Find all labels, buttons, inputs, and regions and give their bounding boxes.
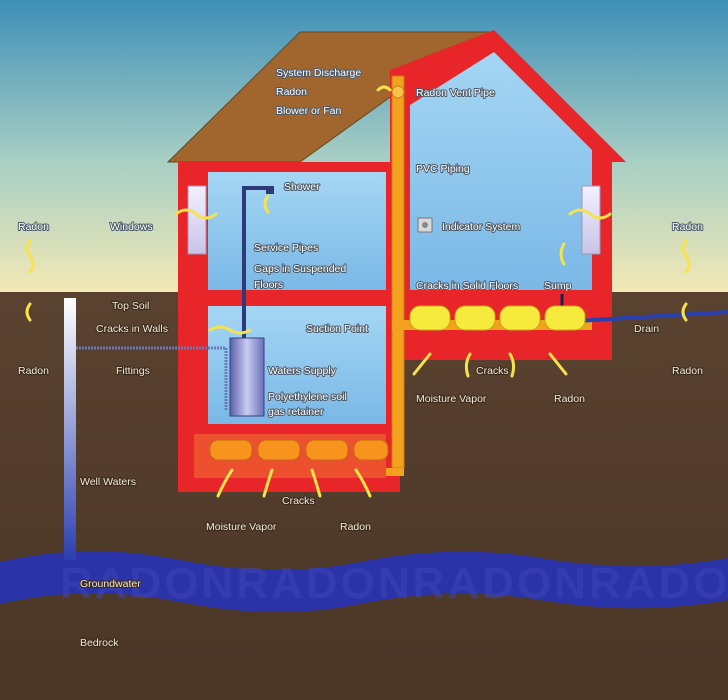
radon-vent-pipe bbox=[391, 75, 405, 469]
water-tank bbox=[229, 337, 265, 417]
label-radon-roof: Radon bbox=[276, 86, 307, 98]
label-cracks-bottom: Cracks bbox=[282, 495, 315, 507]
upper-right-room bbox=[410, 52, 592, 290]
indicator-light bbox=[422, 222, 428, 228]
label-waters-supply: Waters Supply bbox=[268, 365, 337, 377]
label-gaps-line1: Gaps in Suspended bbox=[254, 263, 346, 275]
label-poly-line2: gas retainer bbox=[268, 406, 324, 418]
drain-pipe bbox=[559, 310, 728, 324]
label-shower: Shower bbox=[284, 181, 320, 193]
label-system-discharge: System Discharge bbox=[276, 67, 361, 79]
label-radon-left-ground: Radon bbox=[18, 365, 49, 377]
label-radon-right-bottom: Radon bbox=[554, 393, 585, 405]
label-sump: Sump bbox=[544, 280, 572, 292]
label-pvc-piping: PVC Piping bbox=[416, 163, 470, 175]
fittings-pipe bbox=[76, 346, 228, 410]
right-window bbox=[581, 185, 601, 255]
upper-left-room bbox=[208, 172, 386, 290]
vent-pipe-base bbox=[386, 468, 404, 476]
label-moisture-vapor-bottom: Moisture Vapor bbox=[206, 521, 277, 533]
label-cracks-in-walls: Cracks in Walls bbox=[96, 323, 168, 335]
left-window bbox=[187, 185, 207, 255]
label-radon-bottom: Radon bbox=[340, 521, 371, 533]
label-top-soil: Top Soil bbox=[112, 300, 149, 312]
blower-fan bbox=[391, 85, 405, 99]
service-pipe bbox=[242, 186, 270, 340]
label-indicator-system: Indicator System bbox=[442, 221, 520, 233]
label-blower-or-fan: Blower or Fan bbox=[276, 105, 342, 117]
groundwater-band bbox=[0, 551, 728, 613]
right-suction-mounds bbox=[409, 305, 586, 331]
label-moisture-vapor-right: Moisture Vapor bbox=[416, 393, 487, 405]
label-suction-point: Suction Point bbox=[306, 323, 368, 335]
radon-watermark: RADONRADONRADONRADON bbox=[60, 559, 728, 608]
label-groundwater: Groundwater bbox=[80, 578, 141, 590]
label-fittings: Fittings bbox=[116, 365, 150, 377]
label-drain: Drain bbox=[634, 323, 659, 335]
label-radon-vent-pipe: Radon Vent Pipe bbox=[416, 87, 495, 99]
radon-arrows bbox=[25, 85, 691, 498]
label-radon-right-ground: Radon bbox=[672, 365, 703, 377]
label-poly-line1: Polyethylene soil bbox=[268, 391, 347, 403]
label-radon-right-sky: Radon bbox=[672, 221, 703, 233]
label-windows: Windows bbox=[110, 221, 153, 233]
label-cracks-right: Cracks bbox=[476, 365, 509, 377]
label-well-waters: Well Waters bbox=[80, 476, 136, 488]
label-bedrock: Bedrock bbox=[80, 637, 119, 649]
label-gaps-line2: Floors bbox=[254, 279, 283, 291]
shower-head bbox=[266, 186, 274, 194]
bottom-suction-mounds bbox=[209, 439, 389, 461]
well bbox=[64, 298, 76, 560]
label-service-pipes: Service Pipes bbox=[254, 242, 318, 254]
label-cracks-solid-floors: Cracks in Solid Floors bbox=[416, 280, 518, 292]
label-radon-left-sky: Radon bbox=[18, 221, 49, 233]
